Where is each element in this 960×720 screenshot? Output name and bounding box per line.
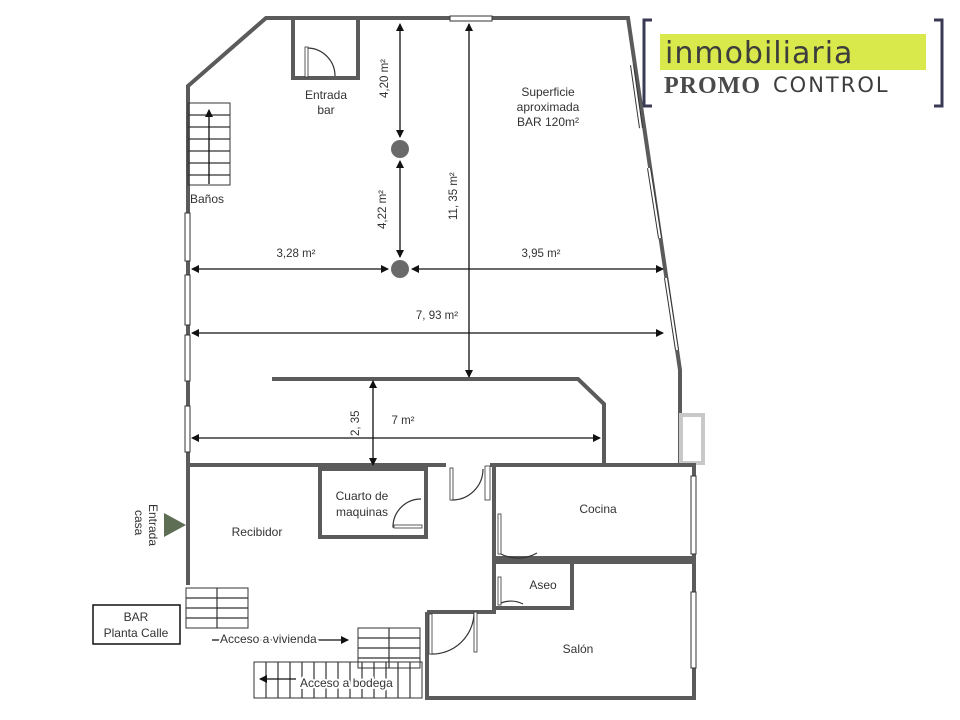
bar-planta-calle-box: BAR Planta Calle (92, 604, 181, 645)
dim-7: 7 m² (392, 415, 415, 427)
vivienda-walls (186, 463, 696, 700)
dim-395: 3,95 m² (522, 248, 561, 260)
dim-1135: 11, 35 m² (448, 172, 460, 220)
brand-promo: PROMO (664, 73, 761, 99)
label-entrada-casa-2: casa (132, 510, 146, 536)
label-banos: Baños (190, 192, 224, 206)
dimension-labels: 4,20 m² 4,22 m² 11, 35 m² 3,28 m² 3,95 m… (277, 59, 561, 436)
stairs-bodega: Acceso a bodega (253, 661, 423, 699)
label-entrada-bar-1: Entrada (305, 88, 347, 102)
salon-walls (425, 560, 696, 700)
logo-bracket-left (642, 18, 652, 108)
label-entrada-casa-1: Entrada (146, 504, 160, 546)
dim-793: 7, 93 m² (416, 310, 458, 322)
brand-logo: inmobiliaria PROMO CONTROL (642, 18, 944, 108)
label-acceso-bodega: Acceso a bodega (300, 676, 393, 690)
superficie-label: Superficie aproximada BAR 120m² (517, 85, 580, 129)
vivienda-windows (690, 475, 697, 669)
logo-highlight (660, 34, 926, 70)
column-lower (391, 260, 409, 278)
logo-bracket-right (934, 18, 944, 108)
column-upper (391, 140, 409, 158)
bar-outer-wall (186, 16, 682, 465)
right-windows (630, 64, 679, 351)
entrada-casa: Entrada casa (132, 504, 186, 546)
label-aseo: Aseo (529, 578, 557, 592)
cuarto-maquinas-walls (318, 467, 428, 539)
label-acceso-vivienda: Acceso a vivienda (220, 632, 317, 646)
label-cocina: Cocina (579, 502, 617, 516)
label-superficie-1: Superficie (521, 85, 575, 99)
label-cuarto-1: Cuarto de (336, 489, 389, 503)
doors (392, 465, 538, 655)
dim-328: 3,28 m² (277, 248, 316, 260)
bar-walls (186, 16, 694, 467)
dim-420: 4,20 m² (379, 59, 391, 98)
label-bar: BAR (124, 610, 149, 624)
dim-235: 2, 35 (350, 410, 362, 436)
label-cuarto-2: maquinas (336, 505, 388, 519)
service-opening (679, 413, 705, 465)
brand-line1: inmobiliaria (665, 36, 853, 71)
stairs-vivienda: Acceso a vivienda (185, 587, 421, 669)
left-windows (184, 212, 191, 453)
dim-422: 4,22 m² (377, 190, 389, 229)
label-salon: Salón (563, 642, 594, 656)
brand-control: CONTROL (773, 73, 890, 97)
top-window (449, 15, 493, 22)
stairs-banos: Baños (187, 102, 231, 206)
label-entrada-bar-2: bar (317, 103, 334, 117)
label-superficie-3: BAR 120m² (517, 115, 579, 129)
dimension-lines (191, 23, 664, 466)
entrada-bar-room: Entrada bar (291, 16, 360, 117)
bar-partition-wall (272, 377, 606, 465)
label-planta-calle: Planta Calle (104, 626, 169, 640)
label-recibidor: Recibidor (232, 525, 283, 539)
label-superficie-2: aproximada (517, 100, 580, 114)
entrada-casa-marker (164, 513, 186, 537)
